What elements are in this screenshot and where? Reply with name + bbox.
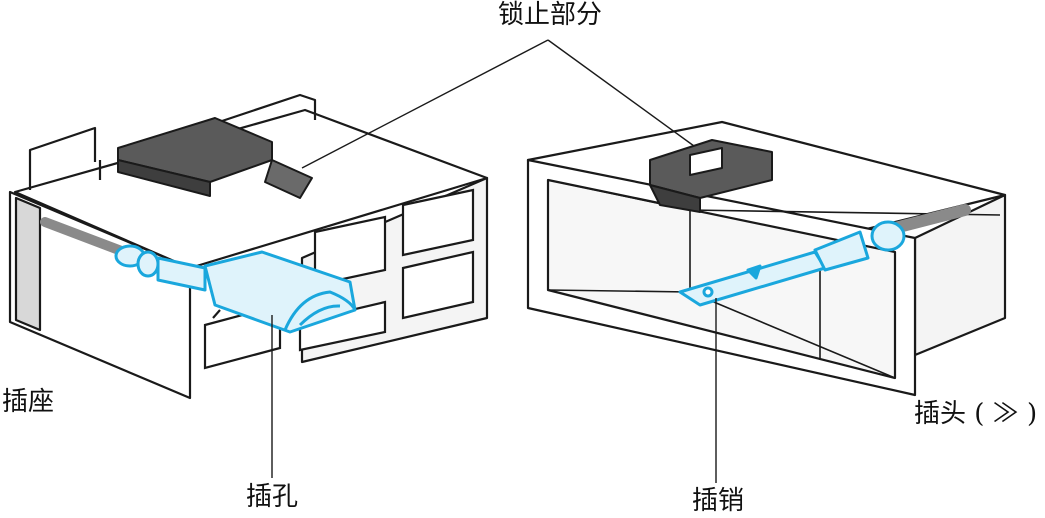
label-plug-pin: 插销 — [692, 486, 745, 516]
plug-lock-tab — [649, 139, 773, 213]
label-lock-part: 锁止部分 — [498, 0, 603, 30]
label-socket: 插座 — [2, 387, 55, 417]
label-socket-hole: 插孔 — [246, 482, 299, 512]
socket-terminal — [114, 244, 357, 334]
plug-wire — [889, 204, 971, 234]
leader-lines — [271, 39, 717, 483]
label-plug: 插头 ( ≫ ) — [914, 399, 1038, 429]
socket-lock-tab — [117, 117, 313, 199]
leader-lock-right — [547, 39, 695, 147]
plug-terminal — [678, 220, 906, 307]
leader-lock-left — [301, 39, 549, 169]
